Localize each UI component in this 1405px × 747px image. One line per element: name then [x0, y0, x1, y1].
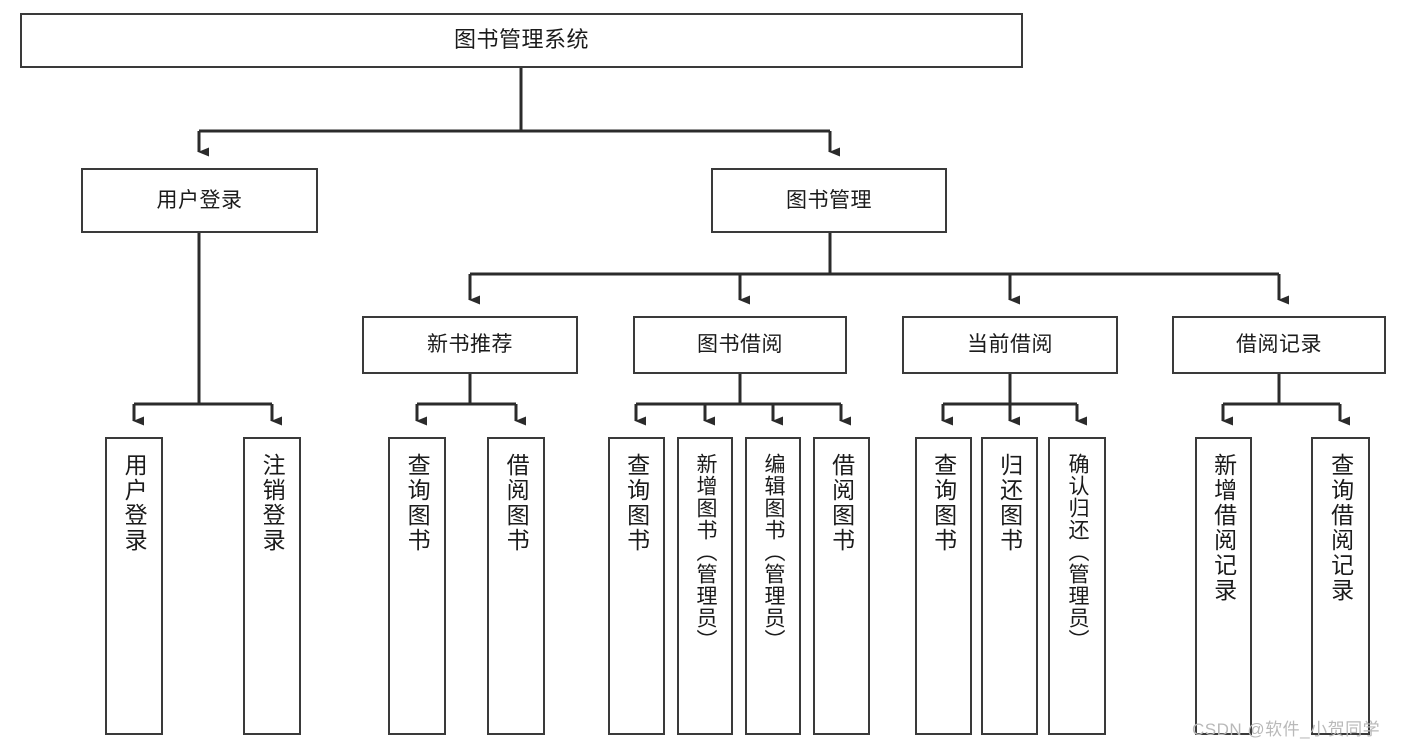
- node-leaf-query-book-1-label: 查询图书: [404, 453, 431, 553]
- node-leaf-query-book-1[interactable]: 查询图书: [388, 437, 446, 735]
- node-leaf-user-login[interactable]: 用户登录: [105, 437, 163, 735]
- node-borrow-record-label: 借阅记录: [1236, 333, 1322, 357]
- node-leaf-query-book-3[interactable]: 查询图书: [915, 437, 972, 735]
- node-leaf-query-book-3-label: 查询图书: [930, 453, 957, 553]
- node-root[interactable]: 图书管理系统: [20, 13, 1023, 68]
- node-leaf-borrow-book-2[interactable]: 借阅图书: [813, 437, 870, 735]
- node-leaf-confirm-return-admin[interactable]: 确认归还（管理员）: [1048, 437, 1106, 735]
- node-leaf-return-book[interactable]: 归还图书: [981, 437, 1038, 735]
- node-leaf-return-book-label: 归还图书: [996, 453, 1023, 553]
- node-leaf-add-borrow-record[interactable]: 新增借阅记录: [1195, 437, 1252, 735]
- node-leaf-query-borrow-record[interactable]: 查询借阅记录: [1311, 437, 1370, 735]
- node-book-borrow[interactable]: 图书借阅: [633, 316, 847, 374]
- node-book-borrow-label: 图书借阅: [697, 333, 783, 357]
- node-leaf-edit-book-admin[interactable]: 编辑图书（管理员）: [745, 437, 801, 735]
- node-leaf-add-book-admin-label: 新增图书（管理员）: [694, 453, 718, 651]
- node-leaf-borrow-book-1-label: 借阅图书: [503, 453, 530, 553]
- node-new-book-recommend[interactable]: 新书推荐: [362, 316, 578, 374]
- node-book-management-label: 图书管理: [786, 188, 872, 212]
- node-leaf-add-book-admin[interactable]: 新增图书（管理员）: [677, 437, 733, 735]
- node-leaf-user-logout-label: 注销登录: [259, 453, 286, 553]
- node-borrow-record[interactable]: 借阅记录: [1172, 316, 1386, 374]
- node-current-borrow[interactable]: 当前借阅: [902, 316, 1118, 374]
- node-leaf-edit-book-admin-label: 编辑图书（管理员）: [762, 453, 786, 651]
- node-leaf-borrow-book-2-label: 借阅图书: [828, 453, 855, 553]
- node-new-book-recommend-label: 新书推荐: [427, 333, 513, 357]
- csdn-watermark: CSDN @软件_小贺同学: [1192, 720, 1381, 739]
- node-book-management[interactable]: 图书管理: [711, 168, 947, 233]
- node-leaf-query-borrow-record-label: 查询借阅记录: [1327, 453, 1354, 603]
- node-leaf-confirm-return-admin-label: 确认归还（管理员）: [1066, 453, 1090, 651]
- node-leaf-query-book-2[interactable]: 查询图书: [608, 437, 665, 735]
- node-current-borrow-label: 当前借阅: [967, 333, 1053, 357]
- node-leaf-user-login-label: 用户登录: [121, 453, 148, 553]
- node-user-login-label: 用户登录: [156, 188, 243, 212]
- node-leaf-add-borrow-record-label: 新增借阅记录: [1210, 453, 1237, 603]
- node-user-login[interactable]: 用户登录: [81, 168, 318, 233]
- node-root-label: 图书管理系统: [453, 27, 589, 53]
- node-leaf-borrow-book-1[interactable]: 借阅图书: [487, 437, 545, 735]
- node-leaf-query-book-2-label: 查询图书: [623, 453, 650, 553]
- node-leaf-user-logout[interactable]: 注销登录: [243, 437, 301, 735]
